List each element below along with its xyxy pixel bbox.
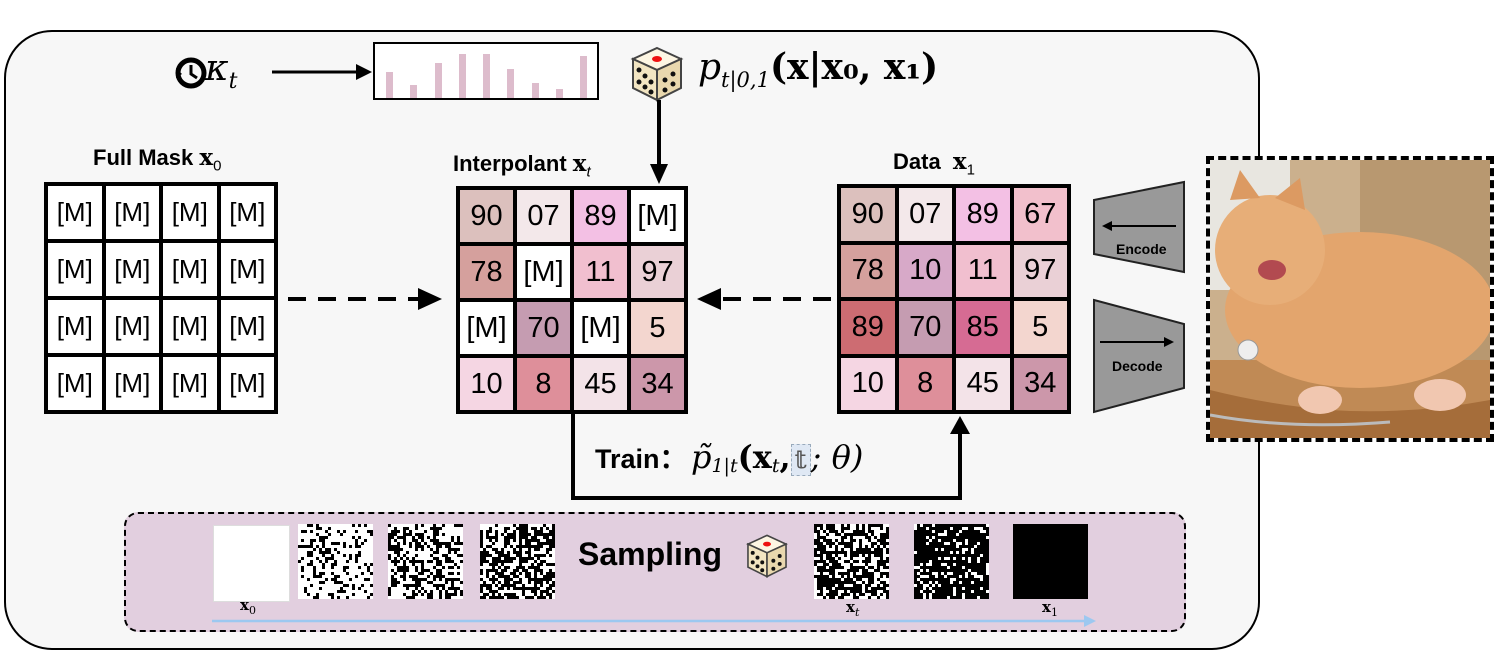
grid-cell: 8 bbox=[517, 358, 570, 410]
grid-cell: 89 bbox=[841, 301, 895, 354]
grid-cell: 45 bbox=[956, 357, 1010, 410]
grid-cell: [M] bbox=[163, 357, 217, 410]
grid-cell: 97 bbox=[631, 246, 684, 298]
histogram-bar bbox=[458, 53, 466, 98]
grid-cell: 10 bbox=[460, 358, 513, 410]
histogram-bar bbox=[483, 53, 490, 98]
grid-cell: 11 bbox=[574, 246, 627, 298]
grid-cell: 34 bbox=[1013, 357, 1067, 410]
grid-cell: 90 bbox=[841, 188, 895, 241]
grid-cell: 89 bbox=[956, 188, 1010, 241]
schedule-icon bbox=[174, 56, 214, 95]
grid-cell: [M] bbox=[574, 302, 627, 354]
sample-x1-label: x1 bbox=[1042, 598, 1058, 619]
grid-cell: 45 bbox=[574, 358, 627, 410]
grid-cell: 97 bbox=[1013, 244, 1067, 297]
grid-cell: [M] bbox=[105, 357, 159, 410]
grid-cell: [M] bbox=[163, 186, 217, 239]
encode-block bbox=[1093, 180, 1185, 274]
grid-cell: 89 bbox=[574, 190, 627, 242]
sample-noise-xt bbox=[814, 524, 889, 599]
grid-cell: 85 bbox=[956, 301, 1010, 354]
sampling-dice-icon bbox=[744, 533, 790, 584]
data-title: Data x1 bbox=[893, 148, 975, 179]
schedule-histogram bbox=[373, 42, 599, 100]
arrow-prob-to-interpolant bbox=[650, 100, 668, 184]
train-label: Train： p̃1|t(xt,𝕥; θ) bbox=[595, 438, 864, 478]
sample-noise-2 bbox=[388, 524, 463, 599]
histogram-bar bbox=[531, 82, 539, 98]
grid-cell: 5 bbox=[631, 302, 684, 354]
grid-cell: 70 bbox=[898, 301, 952, 354]
grid-cell: [M] bbox=[48, 186, 102, 239]
grid-cell: 11 bbox=[956, 244, 1010, 297]
grid-cell: [M] bbox=[105, 186, 159, 239]
grid-cell: 10 bbox=[841, 357, 895, 410]
sample-noise-1 bbox=[298, 524, 373, 599]
decode-label: Decode bbox=[1112, 358, 1163, 374]
sample-xt-label: xt bbox=[846, 598, 860, 619]
grid-cell: 78 bbox=[841, 244, 895, 297]
histogram-bar bbox=[434, 63, 442, 98]
grid-cell: [M] bbox=[105, 300, 159, 353]
grid-cell: 10 bbox=[898, 244, 952, 297]
grid-cell: 67 bbox=[1013, 188, 1067, 241]
grid-cell: 8 bbox=[898, 357, 952, 410]
grid-cell: [M] bbox=[48, 300, 102, 353]
train-loop-arrow bbox=[571, 414, 970, 500]
grid-cell: 70 bbox=[517, 302, 570, 354]
histogram-bar bbox=[580, 55, 587, 98]
grid-cell: [M] bbox=[48, 357, 102, 410]
histogram-bar bbox=[386, 71, 393, 98]
decode-block bbox=[1093, 298, 1185, 414]
cat-photo bbox=[1206, 156, 1494, 442]
grid-cell: 90 bbox=[460, 190, 513, 242]
dice-icon bbox=[628, 45, 686, 108]
kappa-label: κt bbox=[205, 48, 238, 95]
sample-x1-image bbox=[1013, 524, 1088, 599]
encode-label: Encode bbox=[1116, 241, 1167, 257]
grid-cell: 07 bbox=[517, 190, 570, 242]
histogram-bar bbox=[507, 69, 515, 98]
grid-cell: [M] bbox=[220, 186, 274, 239]
sample-noise-5 bbox=[914, 524, 989, 599]
grid-cell: 78 bbox=[460, 246, 513, 298]
grid-cell: [M] bbox=[631, 190, 684, 242]
grid-cell: [M] bbox=[220, 357, 274, 410]
grid-cell: [M] bbox=[163, 243, 217, 296]
time-token: 𝕥 bbox=[790, 444, 811, 476]
dashed-arrow-data-to-interp bbox=[697, 288, 831, 310]
grid-cell: [M] bbox=[105, 243, 159, 296]
prob-expression: pt|0,1(x|x₀, x₁) bbox=[698, 46, 939, 93]
interpolant-title: Interpolant xt bbox=[453, 150, 591, 181]
grid-cell: 5 bbox=[1013, 301, 1067, 354]
grid-cell: 07 bbox=[898, 188, 952, 241]
sample-x0-image bbox=[213, 525, 290, 602]
arrow-kappa-to-hist bbox=[272, 64, 372, 80]
sampling-timeline-arrow bbox=[212, 615, 1096, 627]
grid-cell: [M] bbox=[163, 300, 217, 353]
grid-cell: 34 bbox=[631, 358, 684, 410]
full-mask-title: Full Mask x0 bbox=[93, 144, 222, 175]
grid-cell: [M] bbox=[460, 302, 513, 354]
sample-x0-label: x0 bbox=[240, 596, 256, 617]
sample-noise-3 bbox=[480, 524, 555, 599]
grid-cell: [M] bbox=[220, 243, 274, 296]
grid-cell: [M] bbox=[220, 300, 274, 353]
full-mask-grid: [M][M][M][M][M][M][M][M][M][M][M][M][M][… bbox=[44, 182, 278, 414]
dashed-arrow-mask-to-interp bbox=[288, 288, 442, 310]
grid-cell: [M] bbox=[517, 246, 570, 298]
histogram-bar bbox=[410, 84, 418, 98]
grid-cell: [M] bbox=[48, 243, 102, 296]
sampling-label: Sampling bbox=[578, 536, 723, 572]
histogram-bar bbox=[555, 89, 563, 98]
